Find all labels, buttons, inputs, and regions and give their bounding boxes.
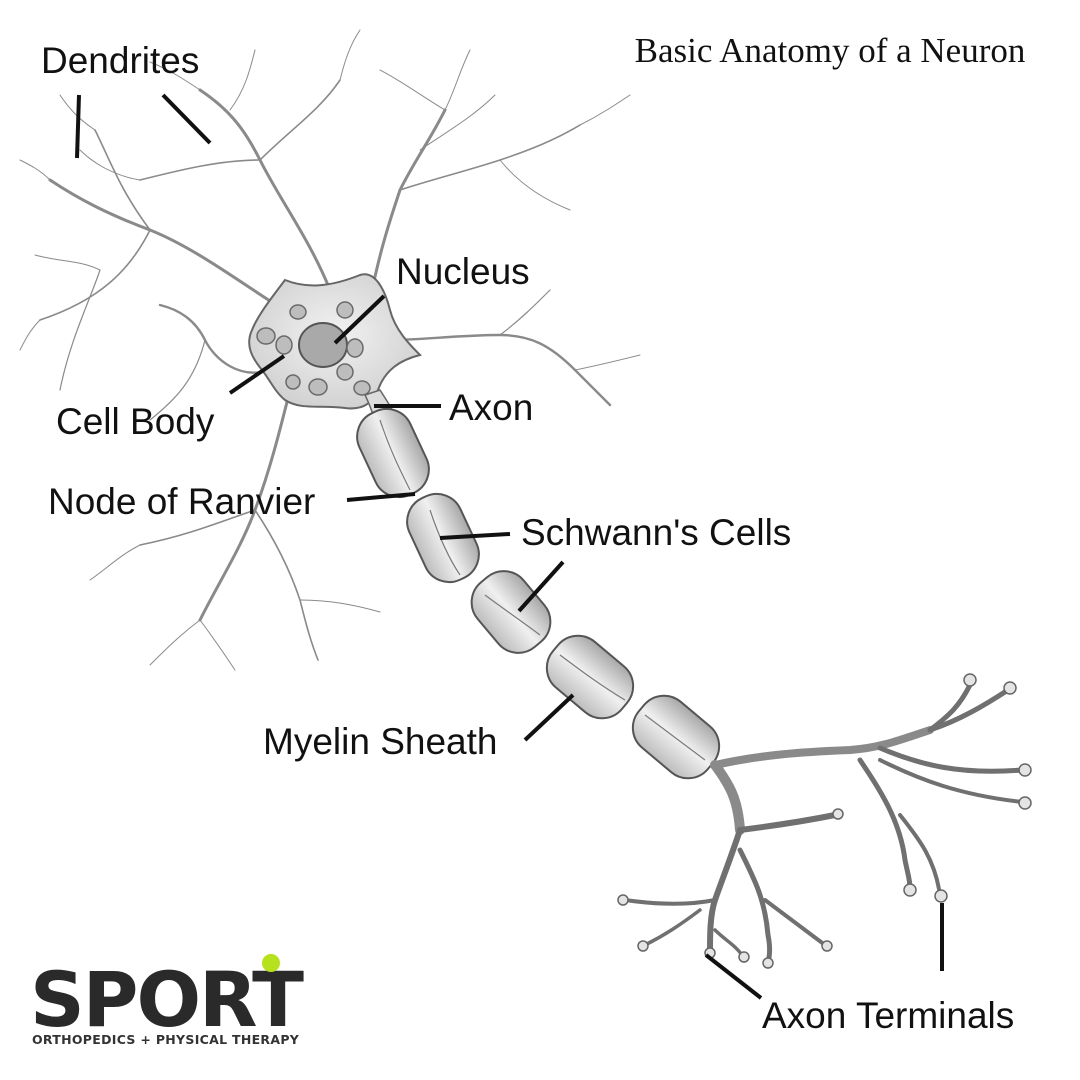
dendrite-branch xyxy=(499,159,571,211)
dendrite-branch xyxy=(399,124,581,191)
organelle xyxy=(285,374,301,390)
label-schwanns-cells: Schwann's Cells xyxy=(521,512,792,553)
terminal-bulbs xyxy=(617,673,1032,969)
terminal-branch xyxy=(643,908,702,947)
label-cell-body: Cell Body xyxy=(56,401,215,442)
dendrite-branch xyxy=(198,88,332,292)
dendrite-branch xyxy=(139,509,256,546)
organelle xyxy=(275,335,293,355)
dendrite-branch xyxy=(149,339,206,421)
terminal-branch xyxy=(713,928,744,957)
diagram-title: Basic Anatomy of a Neuron xyxy=(634,31,1026,70)
terminal-branch xyxy=(737,847,772,965)
label-myelin-sheath: Myelin Sheath xyxy=(263,721,498,762)
dendrite-branch xyxy=(299,599,381,613)
dendrite-branch xyxy=(59,269,101,391)
terminal-branch xyxy=(710,760,745,835)
dendrite-branch xyxy=(419,94,496,151)
terminal-branch xyxy=(763,898,827,947)
leader-line-schwann-1 xyxy=(439,532,511,540)
organelle xyxy=(336,301,354,319)
sport-logo: SPORT ORTHOPEDICS + PHYSICAL THERAPY xyxy=(30,954,360,1052)
logo-wordmark: SPORT xyxy=(30,955,304,1044)
dendrite-branch xyxy=(254,509,319,661)
leader-line-terminals-1 xyxy=(704,953,763,1000)
dendrite-branch xyxy=(39,229,151,321)
logo-tagline: ORTHOPEDICS + PHYSICAL THERAPY xyxy=(32,1032,300,1047)
dendrite-branch xyxy=(259,79,341,161)
organelle xyxy=(308,378,328,396)
leader-line-myelin xyxy=(523,693,575,742)
label-node-of-ranvier: Node of Ranvier xyxy=(48,481,316,522)
axon-core xyxy=(379,419,706,761)
dendrite-branch xyxy=(199,619,236,671)
logo-accent-dot xyxy=(262,954,280,972)
label-axon-terminals: Axon Terminals xyxy=(762,995,1015,1036)
dendrite-branch xyxy=(19,159,51,181)
myelin-segment xyxy=(631,694,721,780)
dendrite-branch xyxy=(89,544,141,581)
leader-lines xyxy=(75,93,944,1000)
dendrite-branch xyxy=(149,619,201,666)
dendrite-branch xyxy=(499,289,551,336)
dendrite-branch xyxy=(48,178,302,322)
dendrite-branch xyxy=(94,129,151,231)
dendrite-branch xyxy=(34,254,101,271)
label-nucleus: Nucleus xyxy=(396,251,530,292)
label-dendrites: Dendrites xyxy=(41,40,200,81)
dendrite-branch xyxy=(79,149,141,181)
dendrite-branch xyxy=(379,69,446,111)
dendrite-branch xyxy=(59,94,96,131)
organelle xyxy=(289,304,307,320)
leader-line-dendrites-2 xyxy=(161,93,212,145)
leader-line-cell-body xyxy=(228,354,286,395)
dendrite-branch xyxy=(579,94,631,126)
terminal-branch xyxy=(927,687,1011,733)
leader-line-node xyxy=(346,492,416,502)
dendrite-branch xyxy=(19,319,41,351)
leader-line-dendrites-1 xyxy=(75,94,81,159)
terminal-branch xyxy=(877,745,1025,774)
terminal-branch xyxy=(737,812,838,833)
organelle xyxy=(353,380,371,396)
terminal-branch xyxy=(878,758,1024,804)
dendrite-branch xyxy=(149,61,201,91)
terminal-branch xyxy=(857,757,913,891)
terminal-branch xyxy=(898,813,942,897)
cell-body-shape xyxy=(248,273,422,410)
organelle xyxy=(346,338,364,358)
terminal-branch xyxy=(623,898,717,906)
leader-line-nucleus xyxy=(333,294,386,345)
label-axon: Axon xyxy=(449,387,534,428)
dendrite-branch xyxy=(229,49,256,111)
organelle xyxy=(336,363,354,381)
axon-terminals-shape xyxy=(623,682,1025,965)
dendrite-branch xyxy=(444,49,471,111)
myelin-segment xyxy=(470,570,552,654)
dendrite-branch xyxy=(339,29,361,81)
dendrite-branch xyxy=(388,333,612,407)
nucleus-shape xyxy=(298,322,348,368)
dendrite-branch xyxy=(139,159,261,181)
dendrite-branch xyxy=(574,354,641,371)
organelle xyxy=(256,327,276,345)
leader-line-schwann-2 xyxy=(517,560,565,613)
dendrites xyxy=(19,29,641,671)
terminal-branch xyxy=(711,726,934,769)
terminal-branch xyxy=(707,827,743,953)
